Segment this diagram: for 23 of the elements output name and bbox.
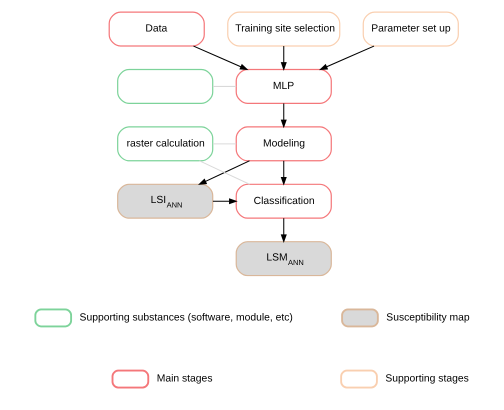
arrow [280, 103, 287, 128]
node-box: Classification [236, 184, 332, 219]
legend-label: Supporting stages [385, 374, 469, 385]
node-box: LSI$_{ANN}$ [117, 184, 214, 219]
legend-label: Susceptibility map [386, 312, 470, 324]
node-box: LSM$_{ANN}$ [236, 241, 332, 276]
arrow [318, 46, 374, 70]
arrow [193, 46, 249, 70]
node-box: Training site selection [227, 12, 340, 47]
arrow [280, 46, 287, 71]
node-box: Data [108, 12, 205, 47]
legend-label: Main stages [156, 374, 213, 385]
node-box: Parameter set up [362, 12, 459, 47]
legend-label: Supporting substances (software, module, etc) [80, 312, 293, 324]
node-box: MLP [236, 68, 332, 104]
node-box [117, 68, 214, 104]
arrow [280, 218, 287, 244]
arrow [212, 198, 238, 204]
connector [212, 143, 236, 144]
connector [212, 86, 236, 87]
arrow [280, 160, 287, 186]
node-box: Modeling [236, 126, 332, 162]
node-box: raster calculation [117, 126, 214, 162]
